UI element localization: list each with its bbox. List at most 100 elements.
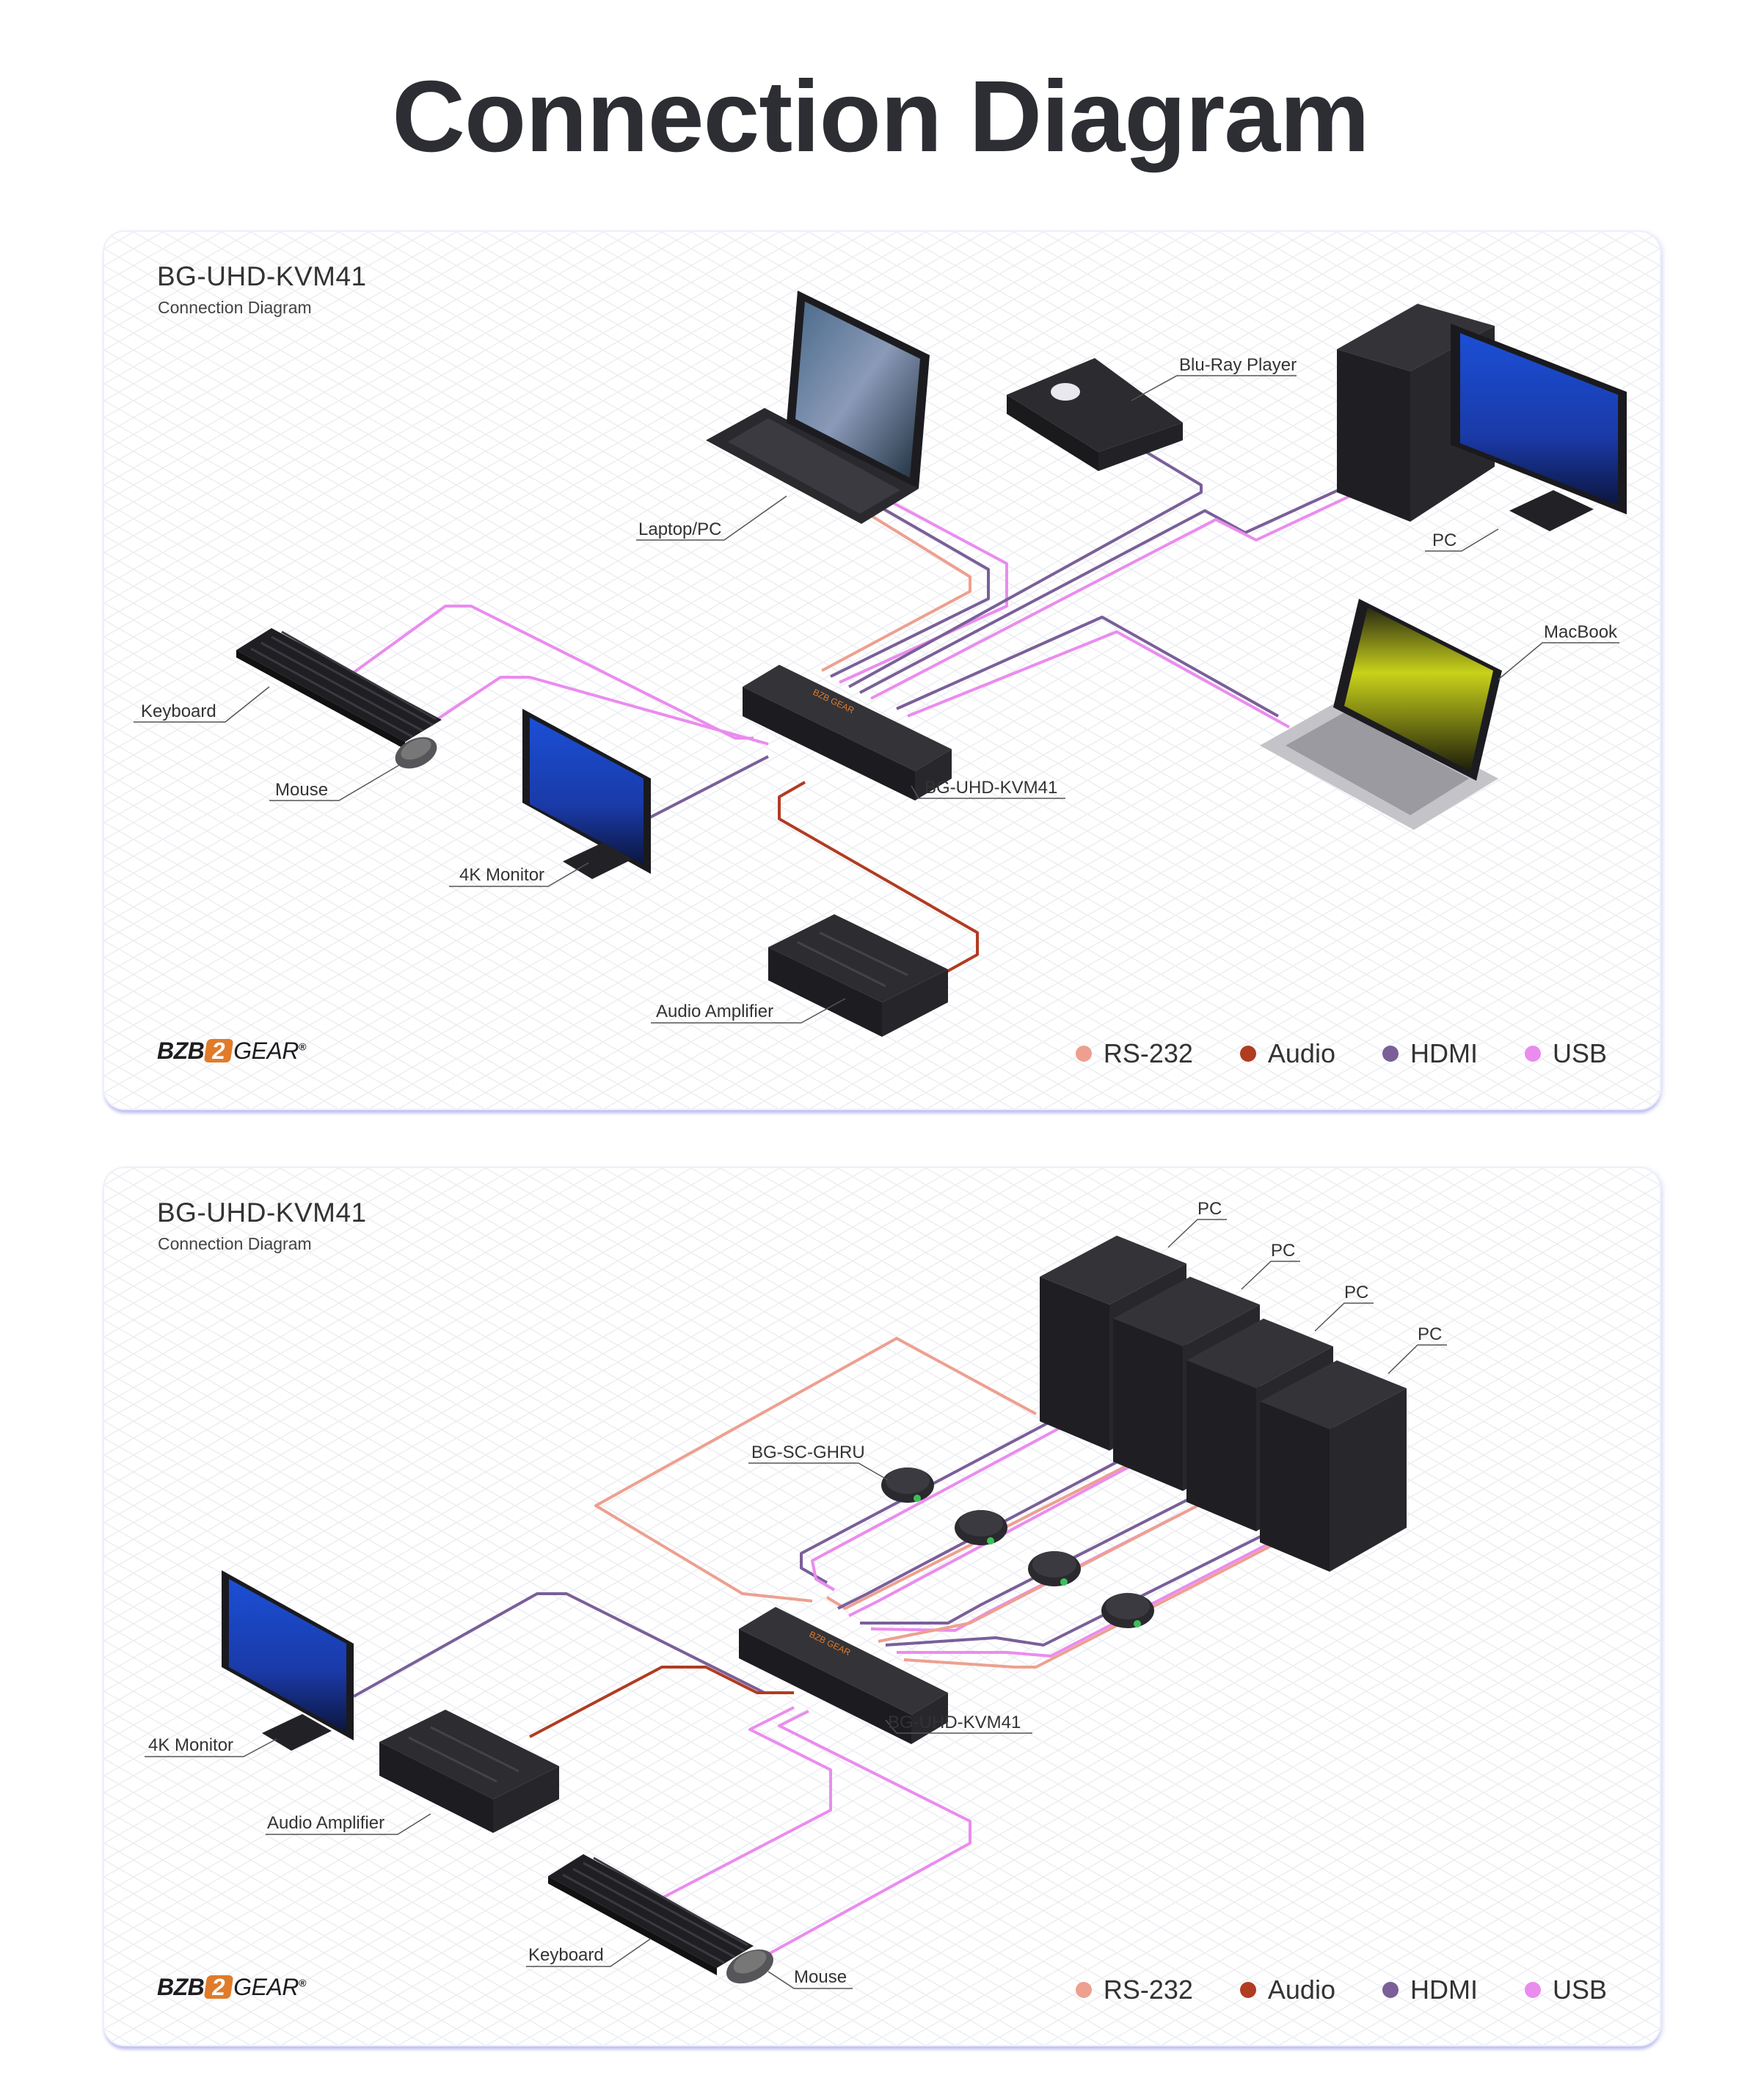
svg-text:PC: PC	[1418, 1324, 1442, 1344]
amplifier-label: Audio Amplifier	[651, 998, 846, 1024]
legend-item-rs232: RS-232	[1075, 1975, 1193, 2005]
legend-item-hdmi: HDMI	[1382, 1975, 1478, 2005]
cable-hdmi-laptop	[830, 496, 990, 678]
cable-hdmi-pc2	[837, 1453, 1132, 1610]
mouse-device-2	[726, 1949, 773, 1984]
diagram-2-subtitle: Connection Diagram	[158, 1234, 312, 1253]
svg-text:Mouse: Mouse	[275, 780, 328, 800]
keyboard-device	[236, 628, 442, 749]
converter-device-2	[955, 1510, 1007, 1545]
cable-rs232-pc3	[878, 1504, 1198, 1643]
laptop-label: Laptop/PC	[636, 495, 787, 541]
legend-dot-hdmi	[1382, 1982, 1399, 1998]
bluray-player-device	[1007, 358, 1183, 471]
legend-item-usb: USB	[1524, 1038, 1607, 1069]
amplifier-label-2: Audio Amplifier	[266, 1813, 431, 1835]
svg-text:Audio Amplifier: Audio Amplifier	[267, 1813, 384, 1833]
mouse-label: Mouse	[269, 763, 402, 801]
svg-text:PC: PC	[1271, 1241, 1295, 1261]
legend-item-hdmi: HDMI	[1382, 1038, 1478, 1069]
svg-text:PC: PC	[1197, 1199, 1222, 1219]
legend: RS-232 Audio HDMI USB	[1075, 1038, 1607, 1069]
legend-2: RS-232 Audio HDMI USB	[1075, 1975, 1607, 2005]
macbook-label: MacBook	[1498, 622, 1619, 680]
legend-item-rs232: RS-232	[1075, 1038, 1193, 1069]
cable-usb-macbook	[907, 630, 1290, 729]
legend-item-audio: Audio	[1239, 1038, 1335, 1069]
diagram-1-canvas: Laptop/PC Blu-Ray Player PC	[104, 232, 1660, 1109]
monitor-label-2: 4K Monitor	[145, 1735, 277, 1757]
legend-item-audio: Audio	[1239, 1975, 1335, 2005]
keyboard-label: Keyboard	[134, 686, 270, 723]
diagram-1-title: BG-UHD-KVM41	[157, 261, 367, 291]
cable-usb-keyboard	[338, 605, 754, 740]
svg-text:Mouse: Mouse	[794, 1967, 847, 1987]
cable-audio-amplifier	[778, 781, 979, 974]
page-title: Connection Diagram	[392, 60, 1369, 173]
kvm-switch-device: BZB GEAR	[743, 665, 952, 801]
legend-dot-audio	[1239, 1046, 1256, 1062]
mouse-device	[395, 737, 437, 769]
cable-hdmi-macbook	[896, 616, 1279, 718]
cable-hdmi-pc3	[860, 1490, 1206, 1625]
diagram-2-canvas: PC PC PC PC	[104, 1168, 1660, 2045]
legend-dot-usb	[1524, 1046, 1541, 1062]
monitor-device-2	[222, 1570, 354, 1751]
svg-text:MacBook: MacBook	[1544, 622, 1618, 642]
pc-monitor-device	[1451, 324, 1627, 531]
cable-hdmi-bluray	[848, 451, 1203, 688]
diagram-card-1: Laptop/PC Blu-Ray Player PC	[103, 230, 1661, 1110]
svg-text:Keyboard: Keyboard	[141, 701, 216, 721]
amplifier-device	[768, 914, 948, 1037]
svg-text:4K Monitor: 4K Monitor	[148, 1735, 233, 1755]
cable-rs232-pc1	[594, 1337, 1037, 1603]
switch-label-2: BG-UHD-KVM41	[885, 1713, 1032, 1734]
legend-dot-rs232	[1075, 1982, 1092, 1998]
mouse-label-2: Mouse	[768, 1967, 853, 1989]
cable-hdmi-pc4	[885, 1526, 1279, 1647]
diagram-1-subtitle: Connection Diagram	[158, 298, 312, 317]
legend-dot-audio	[1239, 1982, 1256, 1998]
pc-labels: PC PC PC PC	[1167, 1199, 1447, 1374]
svg-text:Audio Amplifier: Audio Amplifier	[656, 1002, 773, 1021]
cable-usb-mouse-2	[749, 1710, 971, 1966]
svg-text:BG-SC-GHRU: BG-SC-GHRU	[751, 1443, 865, 1462]
cable-audio-amplifier-2	[529, 1666, 794, 1738]
cable-hdmi-monitor	[646, 755, 769, 820]
legend-dot-usb	[1524, 1982, 1541, 1998]
svg-text:BG-UHD-KVM41: BG-UHD-KVM41	[925, 778, 1057, 798]
cable-usb-pc	[870, 478, 1385, 700]
laptop-pc-device	[706, 291, 930, 524]
amplifier-device-2	[379, 1710, 559, 1833]
keyboard-label-2: Keyboard	[526, 1938, 652, 1967]
cable-usb-pc4	[897, 1534, 1286, 1658]
cable-hdmi-pc	[859, 473, 1374, 694]
macbook-device	[1260, 599, 1502, 830]
svg-text:PC: PC	[1432, 531, 1456, 550]
bluray-label: Blu-Ray Player	[1131, 355, 1297, 401]
cable-usb-keyboard-2	[654, 1706, 832, 1903]
diagram-card-2: PC PC PC PC	[103, 1167, 1661, 2046]
cable-rs232-laptop	[821, 502, 971, 672]
legend-dot-hdmi	[1382, 1046, 1399, 1062]
cable-hdmi-monitor-2	[353, 1592, 765, 1698]
cable-rs232-pc2	[825, 1464, 1129, 1610]
switch-label: BG-UHD-KVM41	[911, 778, 1065, 799]
pc-label: PC	[1425, 528, 1499, 552]
cables-group-2	[353, 1337, 1286, 1966]
cables-group	[338, 451, 1385, 974]
legend-item-usb: USB	[1524, 1975, 1607, 2005]
pc-tower-4-device	[1260, 1360, 1407, 1572]
keyboard-device-2	[548, 1854, 754, 1975]
cable-usb-pc1	[811, 1423, 1066, 1592]
converter-device-4	[1101, 1593, 1154, 1628]
legend-dot-rs232	[1075, 1046, 1092, 1062]
cable-usb-pc2	[848, 1460, 1140, 1617]
converter-device-1	[881, 1468, 934, 1503]
svg-text:PC: PC	[1344, 1283, 1368, 1302]
converter-device-3	[1028, 1551, 1081, 1586]
converter-label: BG-SC-GHRU	[748, 1443, 889, 1481]
monitor-label: 4K Monitor	[449, 862, 589, 887]
